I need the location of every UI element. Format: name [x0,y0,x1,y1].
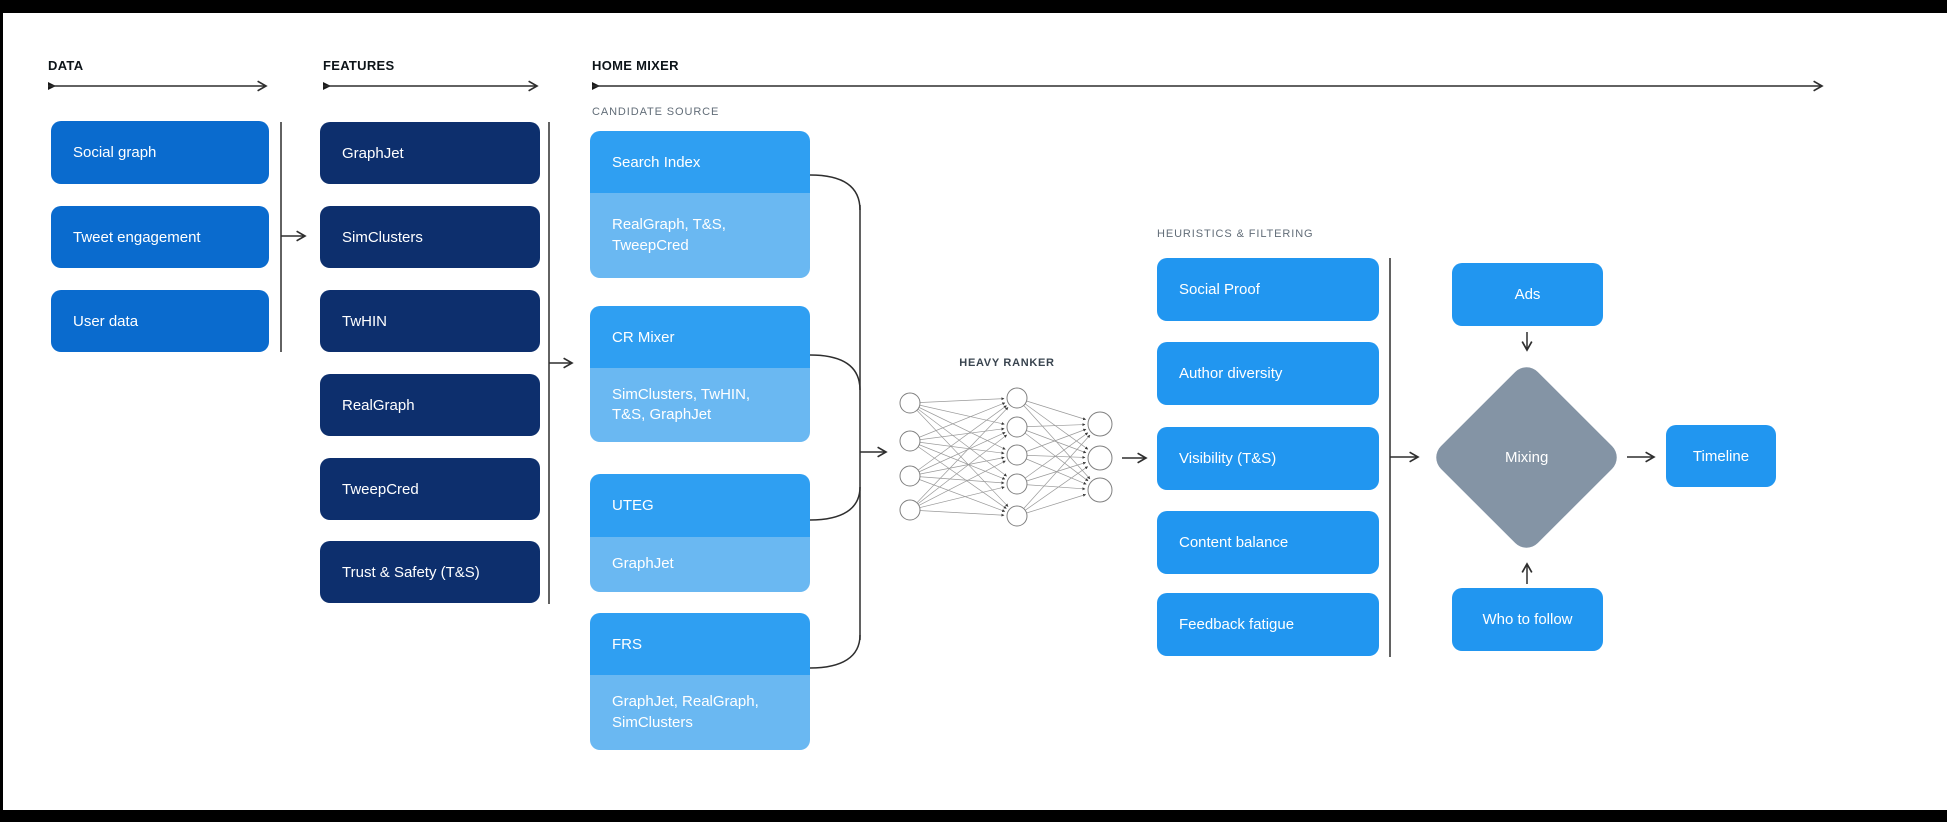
candidate-name: UTEG [590,474,810,537]
header-arrows [48,80,1824,92]
node-realgraph: RealGraph [320,374,540,436]
letterbox-top [0,0,1947,13]
flow-arrows [281,230,1656,584]
column-header-features: FEATURES [323,58,395,73]
neural-network [899,387,1113,527]
node-cr-mixer: CR Mixer SimClusters, TwHIN, T&S, GraphJ… [590,306,810,442]
candidate-name: Search Index [590,131,810,193]
column-header-home-mixer: HOME MIXER [592,58,679,73]
node-visibility: Visibility (T&S) [1157,427,1379,490]
node-timeline: Timeline [1666,425,1776,487]
node-ads: Ads [1452,263,1603,326]
node-simclusters: SimClusters [320,206,540,268]
node-author-diversity: Author diversity [1157,342,1379,405]
candidate-name: FRS [590,613,810,675]
node-content-balance: Content balance [1157,511,1379,574]
node-search-index: Search Index RealGraph, T&S, TweepCred [590,131,810,278]
candidate-source-label: CANDIDATE SOURCE [592,106,720,118]
candidate-sources: GraphJet, RealGraph, SimClusters [590,675,810,750]
letterbox-left [0,0,3,822]
node-graphjet: GraphJet [320,122,540,184]
column-header-data: DATA [48,58,84,73]
node-feedback-fatigue: Feedback fatigue [1157,593,1379,656]
mixing-label: Mixing [1504,448,1549,466]
candidate-connectors [809,174,888,669]
node-tweepcred: TweepCred [320,458,540,520]
node-user-data: User data [51,290,269,352]
node-who-to-follow: Who to follow [1452,588,1603,651]
node-social-graph: Social graph [51,121,269,184]
candidate-sources: SimClusters, TwHIN, T&S, GraphJet [590,368,810,442]
node-frs: FRS GraphJet, RealGraph, SimClusters [590,613,810,750]
node-social-proof: Social Proof [1157,258,1379,321]
node-twhin: TwHIN [320,290,540,352]
candidate-name: CR Mixer [590,306,810,368]
node-trust-safety: Trust & Safety (T&S) [320,541,540,603]
node-tweet-engagement: Tweet engagement [51,206,269,268]
node-uteg: UTEG GraphJet [590,474,810,592]
candidate-sources: RealGraph, T&S, TweepCred [590,193,810,278]
heuristics-label: HEURISTICS & FILTERING [1157,228,1314,240]
heavy-ranker-label: HEAVY RANKER [959,357,1055,369]
candidate-sources: GraphJet [590,537,810,592]
letterbox-bottom [0,810,1947,822]
